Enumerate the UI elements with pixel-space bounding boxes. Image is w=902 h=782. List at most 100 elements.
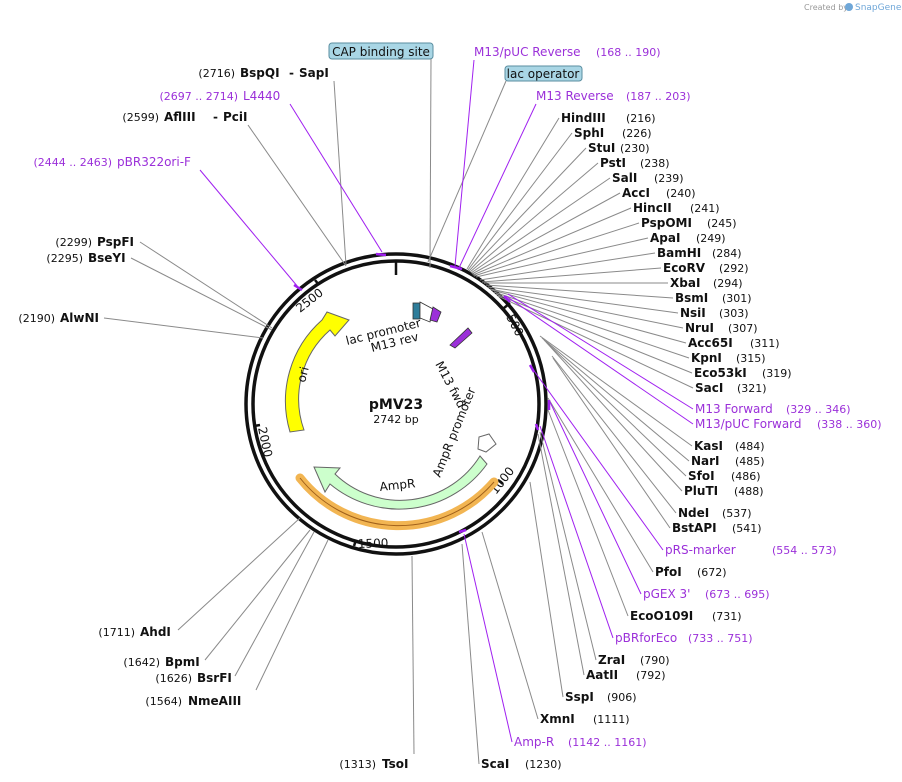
enzyme-pluti: PluTI — [684, 484, 718, 498]
enzyme-pos-pfoi: (672) — [697, 566, 727, 579]
enzyme-bspqi: BspQI — [240, 66, 280, 80]
enzyme-pos-sali: (239) — [654, 172, 684, 185]
enzyme-ahdi: AhdI — [140, 625, 171, 639]
enzyme-hindiii: HindIII — [561, 111, 606, 125]
primer-range-amp-r: (1142 .. 1161) — [568, 736, 647, 749]
leader-line — [547, 397, 654, 573]
enzyme-zrai: ZraI — [598, 653, 625, 667]
primer-m13-puc-reverse: M13/pUC Reverse — [474, 45, 581, 59]
enzyme-sphi: SphI — [574, 126, 604, 140]
leader-line — [495, 293, 693, 374]
enzyme-pos-nmeaiii: (1564) — [145, 695, 182, 708]
enzyme-kpni: KpnI — [691, 351, 722, 365]
enzyme-pos-nari: (485) — [735, 455, 765, 468]
enzyme-bamhi: BamHI — [657, 246, 701, 260]
enzyme-pos-scai: (1230) — [525, 758, 562, 771]
enzyme-nmeaiii: NmeAIII — [188, 694, 241, 708]
leader-line — [537, 433, 585, 676]
enzyme-pspfi: PspFI — [97, 235, 134, 249]
enzyme-pos-bspqi: (2716) — [198, 67, 235, 80]
leader-line — [457, 103, 537, 271]
leader-line — [479, 252, 656, 281]
enzyme-pos-apai: (249) — [696, 232, 726, 245]
leader-afliii — [247, 124, 347, 267]
feature-label-ampr: AmpR — [379, 476, 416, 494]
leader-line — [454, 59, 475, 267]
primer-pgex-3: pGEX 3' — [643, 587, 690, 601]
leader-line — [475, 237, 649, 278]
lac-promoter-arrow — [419, 301, 434, 323]
enzyme-ecorv: EcoRV — [663, 261, 706, 275]
enzyme-pos-pluti: (488) — [734, 485, 764, 498]
tick-1500 — [352, 539, 358, 547]
backbone — [244, 252, 548, 556]
enzyme-acci: AccI — [622, 186, 650, 200]
ori-feature-arrow — [284, 311, 350, 433]
enzyme-xmni: XmnI — [540, 712, 575, 726]
cap-site-leader — [429, 58, 432, 269]
watermark-brand: SnapGene — [855, 3, 902, 13]
m13-rev-arrow — [429, 306, 442, 323]
enzyme-alwni: AlwNI — [60, 311, 99, 325]
lac-operator-leader — [427, 80, 507, 263]
leader-line — [487, 286, 679, 314]
primer-pbrforeco: pBRforEco — [615, 631, 677, 645]
primer-m13-forward: M13 Forward — [695, 402, 773, 416]
plasmid-size: 2742 bp — [373, 413, 418, 426]
primer-group: M13/pUC Reverse (168 .. 190) M13 Reverse… — [33, 45, 881, 749]
ampr-highlight-outline — [299, 477, 495, 527]
leader-line — [497, 295, 694, 389]
leader-line — [289, 103, 383, 253]
enzyme-ndei: NdeI — [678, 506, 709, 520]
feature-label-ori: ori — [294, 365, 311, 384]
leader-line — [468, 147, 587, 272]
enzyme-pos-kasi: (484) — [735, 440, 765, 453]
leader-line — [469, 162, 599, 273]
leader-bspqi — [333, 80, 347, 266]
enzyme-ecoo109i: EcoO109I — [630, 609, 693, 623]
enzyme-pcii: PciI — [223, 110, 248, 124]
enzyme-bsrfi: BsrFI — [197, 671, 232, 685]
enzyme-saci: SacI — [695, 381, 723, 395]
leader-line — [539, 425, 614, 639]
cap-binding-site-box — [328, 42, 434, 60]
enzyme-pos-aatii: (792) — [636, 669, 666, 682]
leader-line — [489, 288, 684, 329]
enzyme-nrui: NruI — [685, 321, 714, 335]
primer-range-pbr322ori-f: (2444 .. 2463) — [33, 156, 112, 169]
leader-pspfi — [139, 241, 273, 329]
primer-range-m13-forward: (329 .. 346) — [786, 403, 851, 416]
enzyme-pos-ahdi: (1711) — [98, 626, 135, 639]
leader-line — [481, 267, 662, 283]
leader-line — [539, 431, 597, 661]
primer-range-m13-puc-forward: (338 .. 360) — [817, 418, 882, 431]
leader-bseyi — [130, 257, 273, 331]
enzyme-nari: NarI — [691, 454, 720, 468]
tick-500 — [503, 302, 511, 309]
feature-label-m13-fwd: M13 fwd — [432, 359, 468, 411]
m13-fwd-arrow — [449, 327, 473, 349]
leader-hindiii — [466, 117, 560, 270]
leader-line — [549, 401, 642, 595]
primer-range-pgex-3: (673 .. 695) — [705, 588, 770, 601]
leader-line — [485, 284, 674, 299]
enzyme-apai: ApaI — [650, 231, 680, 245]
leader-tsoi — [411, 555, 415, 755]
leader-line — [463, 533, 513, 743]
leader-line — [505, 295, 694, 425]
enzyme-sspi: SspI — [565, 690, 594, 704]
lac-operator-box — [504, 65, 583, 82]
enzyme-pos-ecoo109i: (731) — [712, 610, 742, 623]
enzyme-pos-xmni: (1111) — [593, 713, 630, 726]
feature-label-cap-binding-site: CAP binding site — [332, 45, 430, 59]
primer-prs-marker: pRS-marker — [665, 543, 736, 557]
tick-label-1500: 1500 — [358, 536, 389, 551]
enzyme-hincii: HincII — [633, 201, 672, 215]
leader-alwni — [103, 317, 264, 339]
leader-line — [529, 481, 564, 698]
enzyme-pos-pspfi: (2299) — [55, 236, 92, 249]
feature-label-lac-operator: lac operator — [507, 67, 580, 81]
enzyme-pos-bsrfi: (1626) — [155, 672, 192, 685]
primer-range-prs-marker: (554 .. 573) — [772, 544, 837, 557]
leader-line — [461, 543, 480, 765]
